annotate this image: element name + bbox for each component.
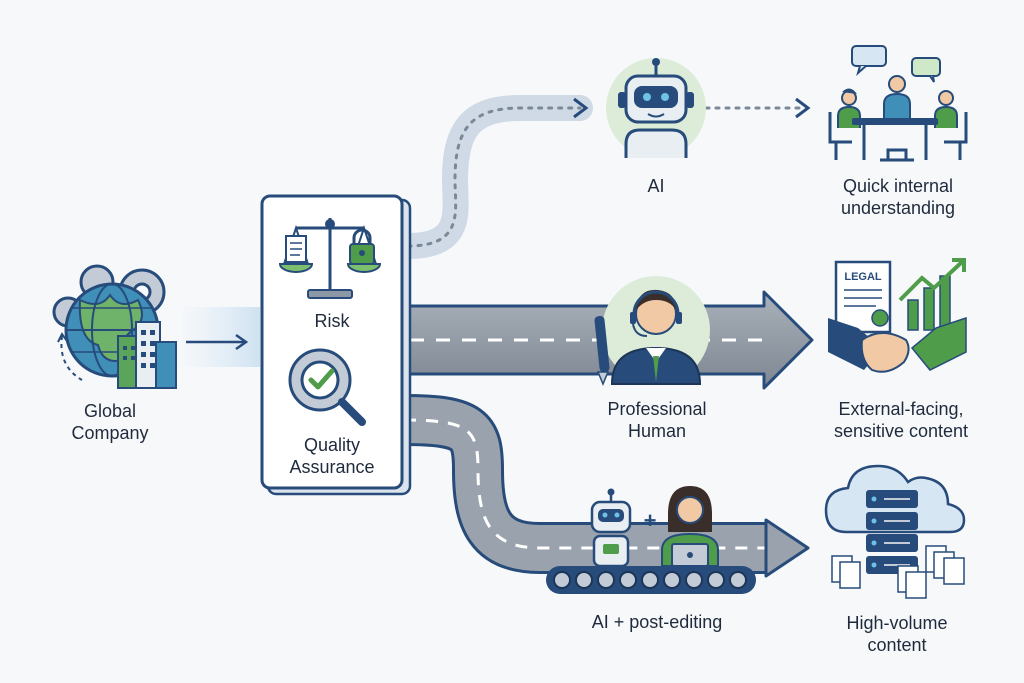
cloud-server-icon [824,464,966,599]
legal-handshake-icon: LEGAL [828,258,967,373]
global-company-label: Global Company [71,401,149,443]
growth-chart-icon [898,258,966,331]
pen-icon [594,316,610,386]
small-robot-icon [590,488,632,568]
post-editing-route-road [403,394,810,578]
scales-lock-icon [278,218,382,299]
conveyor-belt-icon [546,566,756,594]
team-meeting-icon [828,45,968,162]
input-arrow [180,307,260,367]
legal-document-badge: LEGAL [844,271,882,283]
high-volume-outcome-label: High-volume content [846,613,948,655]
professional-human-icon [594,276,710,386]
editor-person-icon [661,486,719,567]
ai-robot-icon [606,58,706,158]
ai-method-label: AI [647,176,665,196]
global-company-icon [52,264,177,389]
quick-internal-outcome-label: Quick internal understanding [840,176,956,218]
qa-magnifier-icon [288,348,366,426]
document-stack-icon [831,545,965,599]
buildings-icon [117,321,177,389]
risk-label: Risk [314,311,350,331]
professional-human-method-label: Professional Human [607,399,707,441]
quality-assurance-label: Quality Assurance [289,435,375,477]
external-facing-outcome-label: External-facing, sensitive content [833,399,969,441]
ai-post-editing-method-label: AI + post-editing [591,612,723,632]
ai-route-path [395,95,811,259]
ai-post-editing-icon: + [546,486,756,594]
plus-sign: + [644,508,657,533]
